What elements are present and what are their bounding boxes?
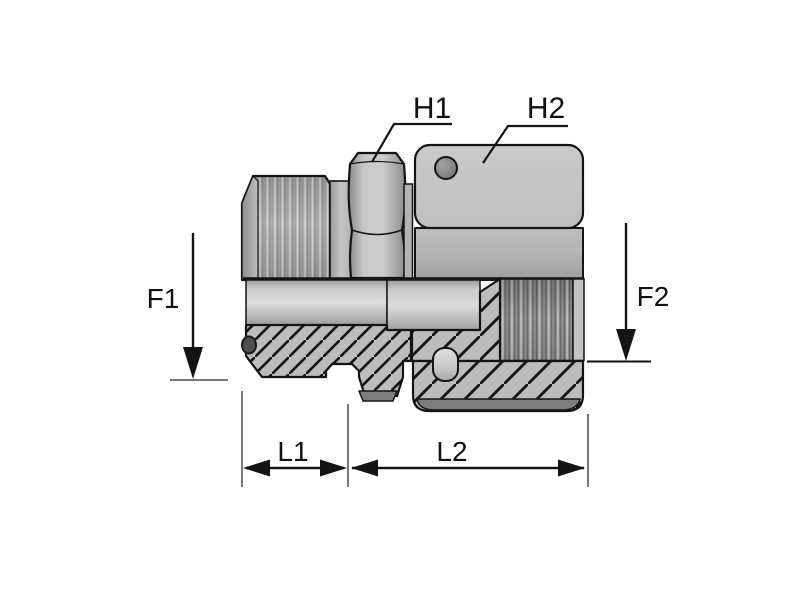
section-lower-half	[241, 277, 585, 413]
dimension-f2: F2	[587, 223, 670, 363]
bore-cylinder-mid	[386, 279, 481, 333]
male-section-hatch	[244, 323, 413, 398]
dimension-extension-lines	[241, 391, 589, 487]
hex-facet-line	[351, 229, 403, 236]
label-f2: F2	[637, 281, 670, 312]
l1-arrowhead-left	[243, 459, 270, 477]
h1-leader-line	[371, 122, 452, 163]
h2-leader-line	[482, 124, 568, 164]
body-upper-flat	[413, 143, 585, 230]
f2-arrowhead	[616, 329, 636, 361]
label-h1: H1	[413, 92, 451, 125]
label-h2: H2	[527, 92, 565, 125]
body-bottom-chamfer	[416, 398, 581, 411]
swivel-body-h2	[413, 143, 585, 281]
l2-arrowhead-right	[558, 459, 585, 477]
face-seal	[432, 347, 459, 382]
label-l2: L2	[436, 436, 467, 467]
l2-arrowhead-left	[351, 459, 378, 477]
dimension-l2: L2	[351, 436, 585, 477]
callout-h1: H1	[371, 92, 452, 163]
l1-arrowhead-right	[320, 459, 347, 477]
body-lower-band	[414, 227, 584, 281]
hex-nut-h1	[347, 151, 407, 280]
hex-chamfer-line	[349, 160, 405, 165]
body-hole	[434, 156, 458, 180]
bore-cylinder-left	[245, 279, 388, 326]
o-ring-section	[241, 335, 257, 355]
dimension-f1: F1	[147, 233, 228, 381]
dimension-l1: L1	[243, 436, 347, 477]
male-thread-end	[240, 174, 332, 282]
f1-arrowhead	[183, 347, 203, 379]
thread-chamfer-facet	[241, 175, 259, 281]
label-f1: F1	[147, 283, 180, 314]
callout-h2: H2	[482, 92, 568, 164]
body-right-wall	[572, 277, 585, 362]
washer-strip	[403, 183, 414, 281]
hex-bottom-chamfer	[358, 390, 398, 402]
label-l1: L1	[277, 436, 308, 467]
